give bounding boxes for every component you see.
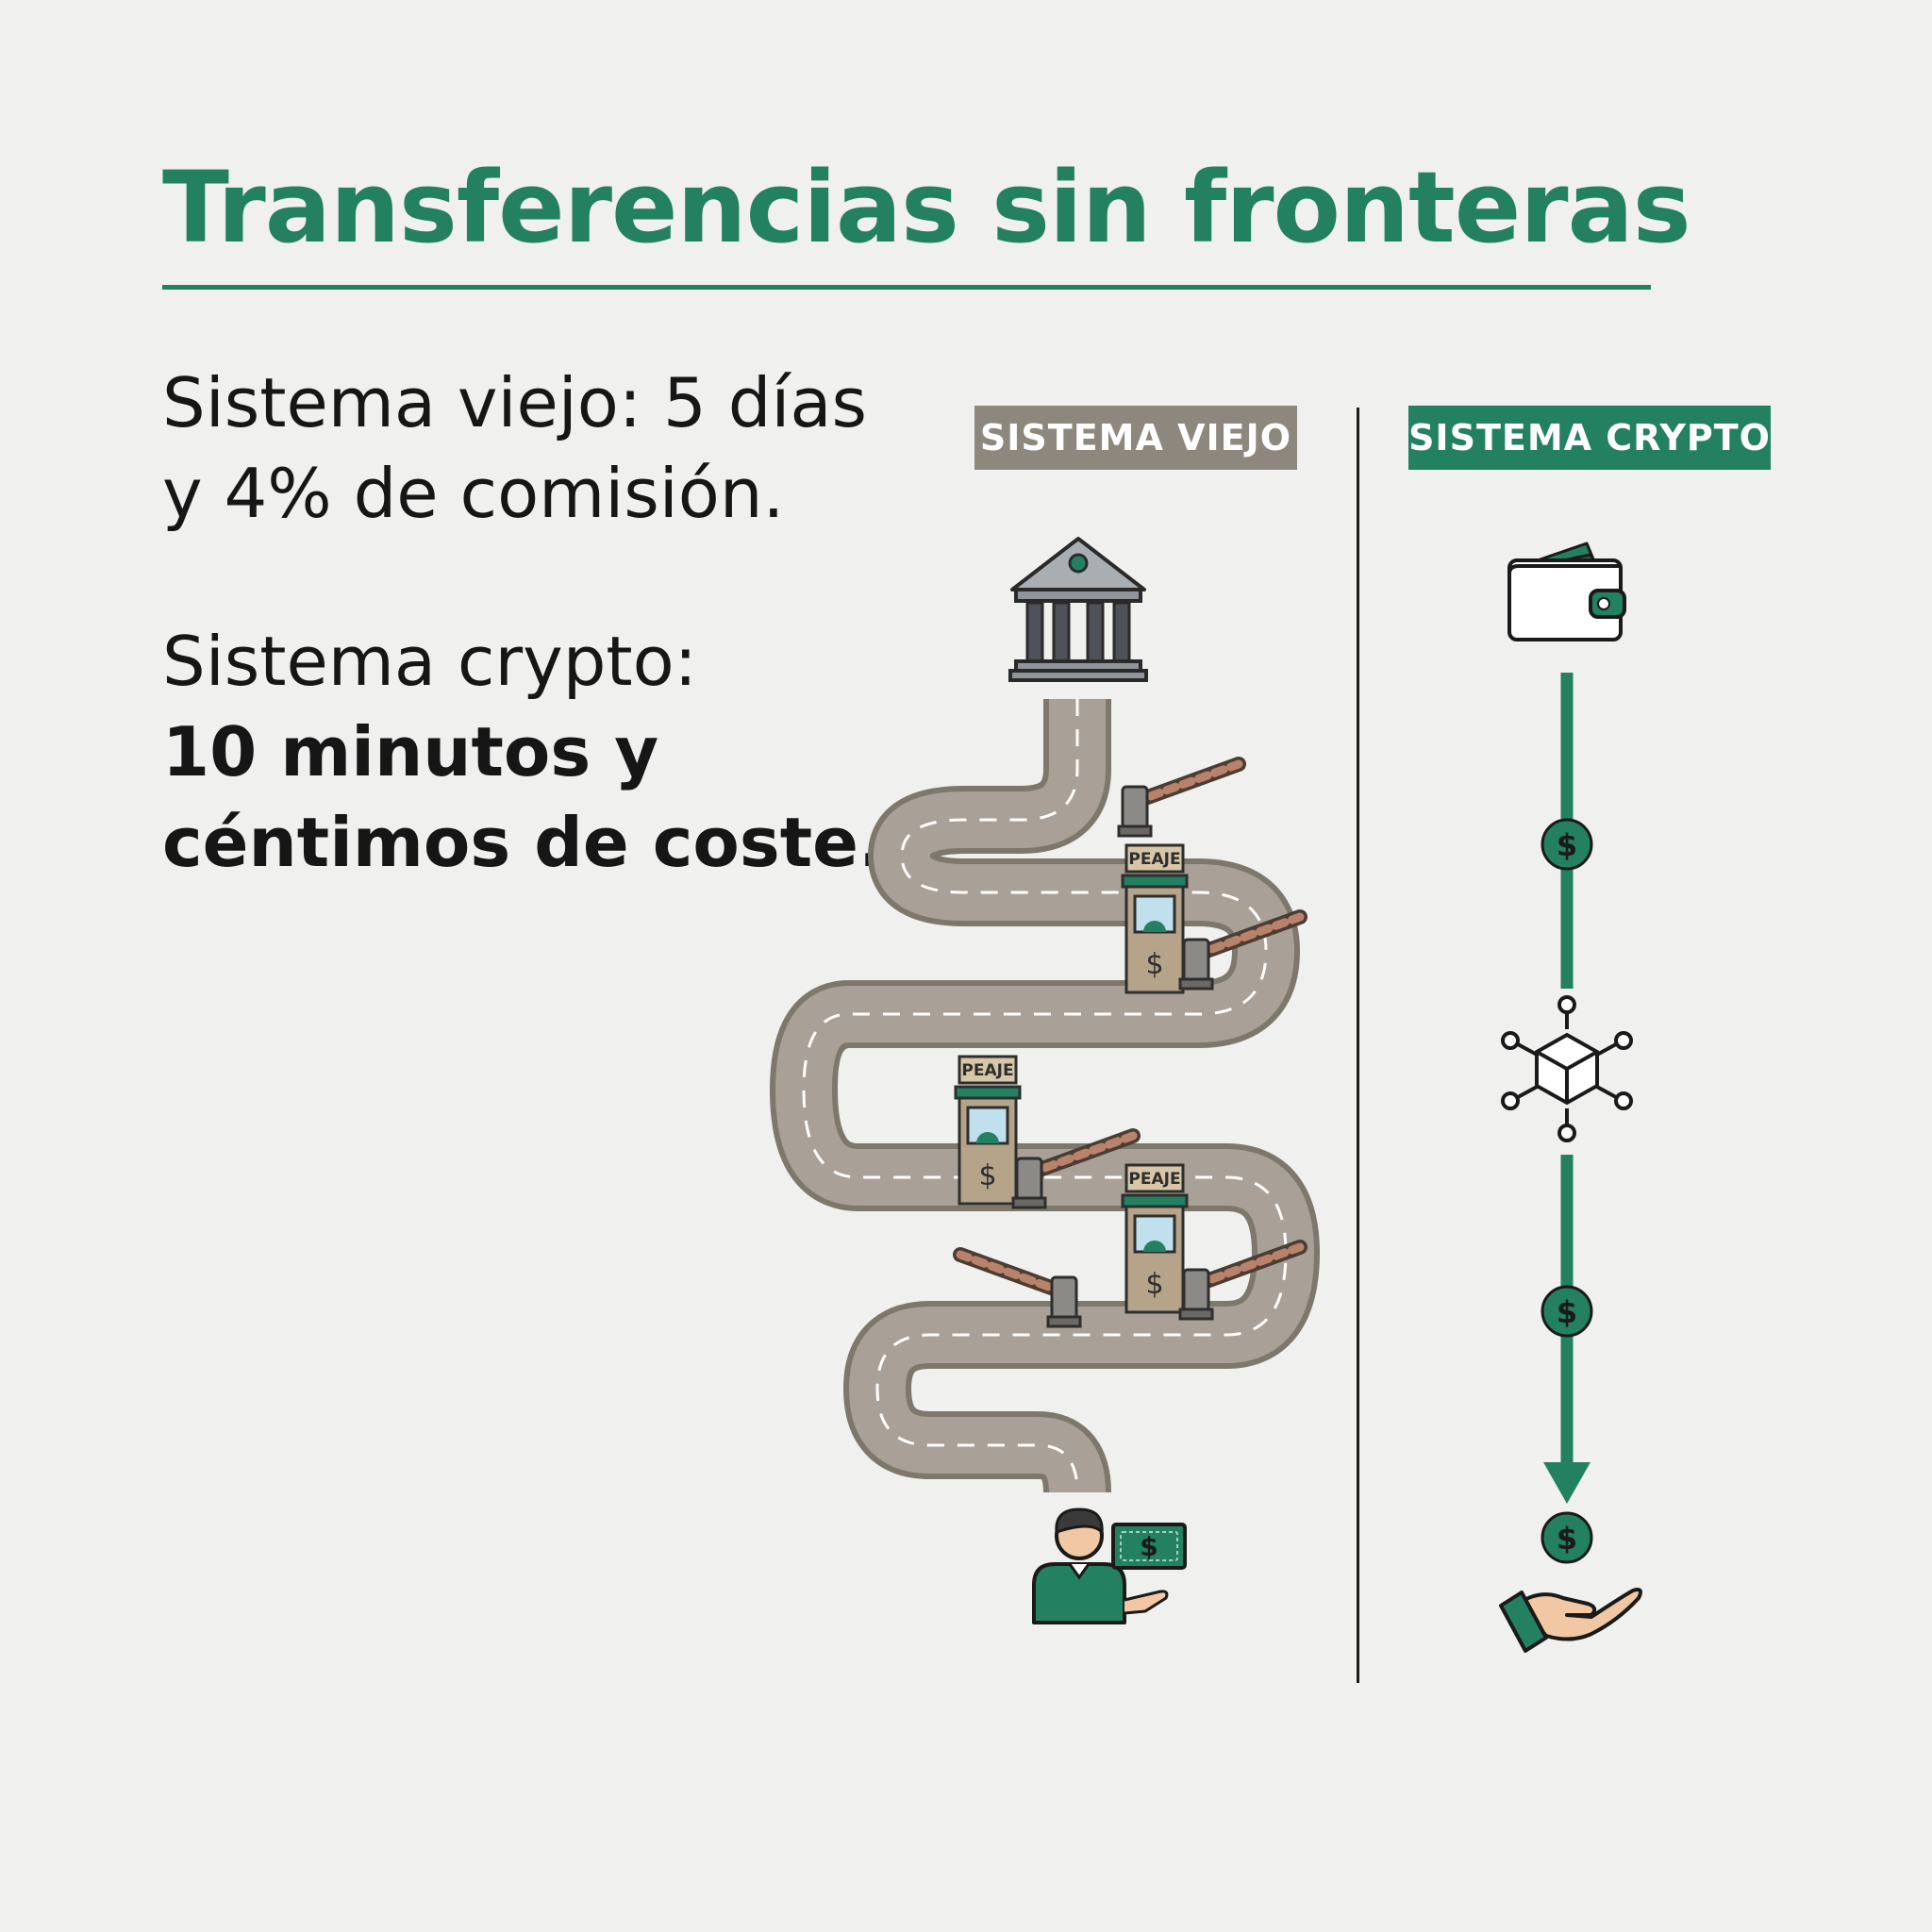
hand-receiving-coin-icon: $ [1499,1511,1642,1653]
old-system-line-2: y 4% de comisión. [162,454,785,533]
money-dollar: $ [1140,1531,1158,1562]
down-arrow-icon [1543,1462,1591,1504]
toll-dollar: $ [978,1159,996,1192]
bank-icon [1008,537,1148,682]
title-underline [162,285,1651,290]
old-system-description: Sistema viejo: 5 días y 4% de comisión. [162,358,867,539]
coin-dollar: $ [1557,827,1577,863]
toll-dollar: $ [1145,948,1163,981]
blockchain-network-icon [1501,995,1633,1142]
column-divider [1357,408,1359,1683]
toll-label: PEAJE [961,1061,1013,1080]
crypto-system-description: Sistema crypto: 10 minutos y céntimos de… [162,616,884,888]
toll-label: PEAJE [1128,1170,1180,1189]
old-system-line-1: Sistema viejo: 5 días [162,363,868,442]
toll-booth-icon: PEAJE $ [1121,843,1189,994]
winding-road [770,699,1320,1494]
dollar-coin-icon: $ [1541,1285,1593,1338]
coin-dollar: $ [1557,1521,1577,1557]
toll-booth-icon: PEAJE $ [1121,1163,1189,1314]
crypto-system-tag: SISTEMA CRYPTO [1408,406,1771,470]
toll-label: PEAJE [1128,850,1180,869]
page-title: Transferencias sin fronteras [162,150,1691,265]
old-system-tag: SISTEMA VIEJO [974,406,1297,470]
dollar-coin-icon: $ [1541,818,1593,871]
crypto-system-line-2: 10 minutos y [162,712,659,791]
barrier-gate-icon [1119,764,1239,836]
person-with-money-icon: $ [1032,1507,1187,1624]
coin-dollar: $ [1557,1294,1577,1330]
crypto-system-line-3: céntimos de coste. [162,803,885,882]
crypto-system-line-1: Sistema crypto: [162,622,697,701]
wallet-icon [1507,541,1626,641]
toll-dollar: $ [1145,1268,1163,1301]
toll-booth-icon: PEAJE $ [954,1055,1022,1206]
